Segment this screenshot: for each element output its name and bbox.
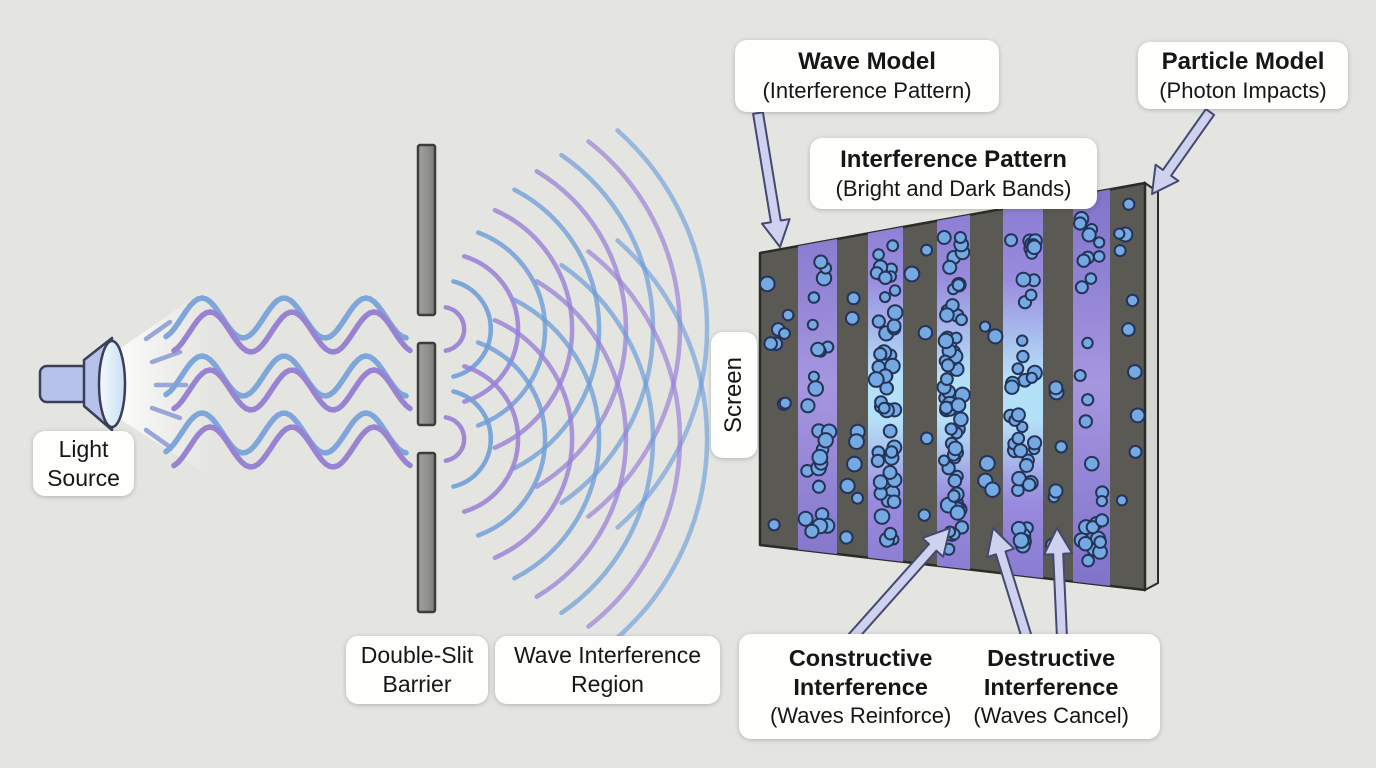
photon-dots	[760, 197, 1145, 568]
double-slit-label-line2: Barrier	[382, 671, 452, 697]
double-slit-label-line1: Double-Slit	[360, 642, 474, 669]
constructive-title-line1: Constructive	[788, 644, 933, 671]
light-rays	[143, 319, 189, 450]
wave-interference-region-label: Wave Interference Region	[495, 636, 720, 704]
light-source-label: Light Source	[33, 431, 134, 496]
destructive-arrow-2	[1043, 527, 1074, 640]
flashlight-icon	[38, 336, 127, 432]
interference-pattern-label: Interference Pattern (Bright and Dark Ba…	[810, 138, 1097, 209]
wave-region-label-line1: Wave Interference	[513, 642, 702, 669]
annotation-arrows	[752, 108, 1216, 643]
wave-region-label-line2: Region	[571, 671, 644, 697]
light-source-label-line1: Light	[58, 435, 109, 462]
destructive-title-line2: Interference	[983, 673, 1119, 700]
constructive-title-line2: Interference	[793, 673, 928, 700]
wave-model-subtitle: (Interference Pattern)	[762, 78, 972, 104]
wave-model-title: Wave Model	[798, 48, 936, 76]
interference-types-label: Constructive Interference (Waves Reinfor…	[739, 634, 1160, 739]
interference-arcs	[443, 128, 710, 640]
light-source-label-line2: Source	[47, 464, 120, 491]
particle-model-label: Particle Model (Photon Impacts)	[1138, 42, 1348, 109]
interference-pattern-subtitle: (Bright and Dark Bands)	[835, 175, 1072, 201]
particle-model-title: Particle Model	[1161, 47, 1325, 75]
screen-label: Screen	[711, 332, 757, 458]
double-slit-barrier	[416, 143, 437, 614]
destructive-title-line1: Destructive	[987, 644, 1116, 671]
destructive-arrow-1	[986, 527, 1033, 641]
destructive-interference-label: Destructive Interference (Waves Cancel)	[973, 644, 1129, 730]
screen-label-text: Screen	[720, 356, 748, 434]
double-slit-barrier-label: Double-Slit Barrier	[346, 636, 488, 704]
screen-panel	[758, 181, 1159, 592]
constructive-subtitle: (Waves Reinforce)	[769, 702, 952, 728]
destructive-subtitle: (Waves Cancel)	[973, 702, 1129, 728]
interference-pattern-title: Interference Pattern	[840, 145, 1067, 173]
constructive-arrow	[847, 527, 951, 643]
particle-model-arrow	[1151, 108, 1216, 195]
particle-model-subtitle: (Photon Impacts)	[1159, 77, 1327, 103]
constructive-interference-label: Constructive Interference (Waves Reinfor…	[770, 644, 951, 730]
wave-model-arrow	[752, 111, 791, 248]
plane-waves	[163, 295, 413, 470]
wave-model-label: Wave Model (Interference Pattern)	[735, 40, 999, 112]
